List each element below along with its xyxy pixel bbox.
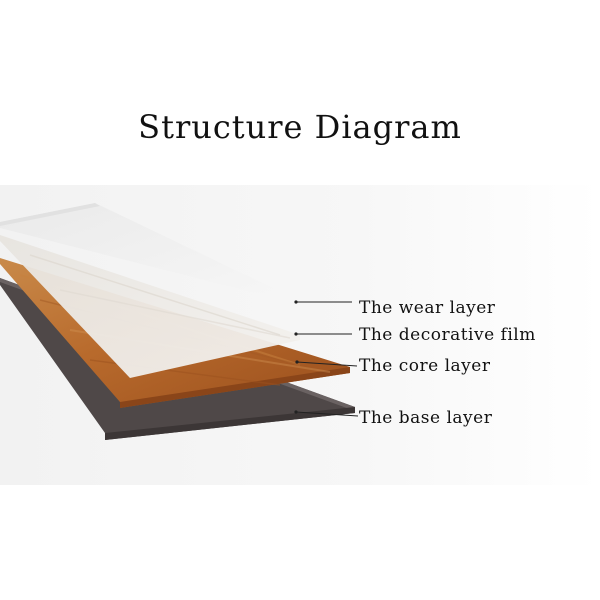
- decorative-film-leader-dot: [294, 332, 298, 336]
- base-layer-leader-dot: [294, 410, 298, 414]
- base-layer-label: The base layer: [359, 408, 493, 428]
- wear-layer-sheet: [0, 203, 298, 304]
- wear-layer-label: The wear layer: [359, 298, 496, 318]
- decorative-film-sheet: [0, 235, 300, 378]
- wear-layer-leader-dot: [294, 300, 298, 304]
- core-layer-leader-line: [296, 361, 358, 367]
- base-layer-leader-line: [295, 411, 359, 417]
- decorative-film-label: The decorative film: [359, 325, 536, 345]
- core-layer-label: The core layer: [359, 356, 491, 376]
- diagram-title: Structure Diagram: [138, 108, 462, 146]
- core-layer-leader-dot: [295, 360, 299, 364]
